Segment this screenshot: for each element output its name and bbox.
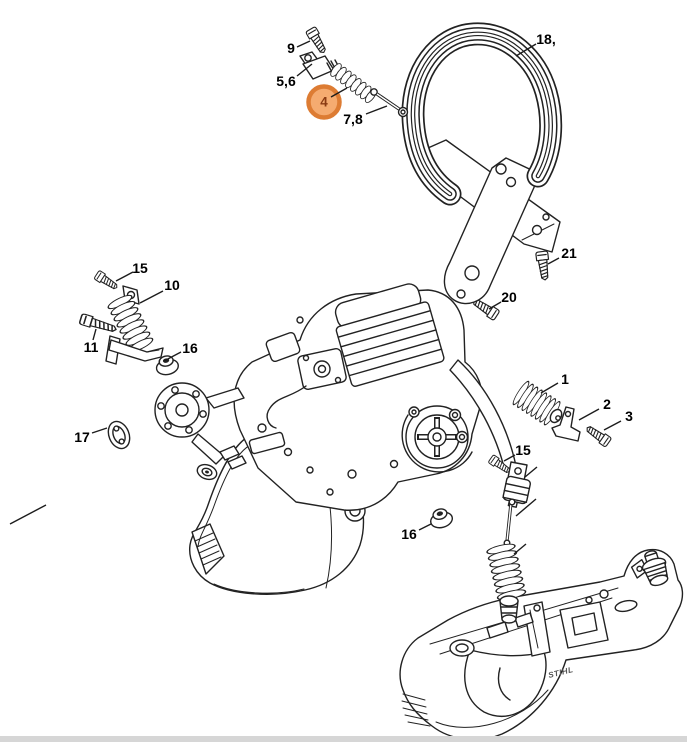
callout-4[interactable]: 4 <box>320 94 328 110</box>
leader-line-17 <box>91 427 108 434</box>
callout-17[interactable]: 17 <box>74 429 90 445</box>
annotation-overlay <box>9 40 622 555</box>
right-parts-group-drawing <box>470 250 613 448</box>
callout-78[interactable]: 7,8 <box>343 111 363 127</box>
handlebar-drawing <box>401 22 563 305</box>
callout-20[interactable]: 20 <box>501 289 517 305</box>
callout-15[interactable]: 15 <box>132 260 148 276</box>
leader-line-4 <box>330 87 348 98</box>
chain-tensioner-drawing <box>630 550 669 587</box>
shock-absorber-drawing <box>502 461 531 508</box>
callout-15[interactable]: 15 <box>515 442 531 458</box>
callout-9[interactable]: 9 <box>287 40 295 56</box>
part-11-bolt-drawing <box>78 312 119 336</box>
rear-coil-spring-drawing <box>485 541 528 603</box>
part-7-8-pin-drawing <box>370 88 409 118</box>
callout-16[interactable]: 16 <box>401 526 417 542</box>
left-parts-group-drawing <box>78 269 181 450</box>
oil-pump-assembly-drawing <box>154 382 247 481</box>
part-2-pawl-drawing <box>551 406 581 442</box>
part-17-buffer-drawing <box>107 420 131 450</box>
engine-assembly-drawing <box>233 283 517 511</box>
handlebar-lower-arm-drawing <box>443 157 541 305</box>
callout-10[interactable]: 10 <box>164 277 180 293</box>
leader-line-15 <box>115 271 134 282</box>
leader-line-78 <box>365 105 388 115</box>
leader-line-extra-2 <box>513 543 527 555</box>
leader-line-21 <box>547 257 560 265</box>
leader-line-10 <box>139 290 164 304</box>
leader-line-2 <box>578 408 600 421</box>
part-10-spring-assembly-drawing <box>105 285 164 365</box>
leader-line-11 <box>92 328 97 341</box>
leader-line-extra-0 <box>524 466 538 478</box>
leader-line-extra-3 <box>9 504 47 525</box>
top-left-fastener-group-drawing <box>299 25 409 118</box>
rear-av-spring-group-drawing <box>427 454 531 624</box>
rear-handle-housing-drawing: STIHL <box>399 548 684 741</box>
leader-line-extra-1 <box>515 498 537 517</box>
highlight-circle[interactable] <box>306 84 342 120</box>
leader-line-1 <box>540 382 559 394</box>
handlebar-loop-drawing <box>401 22 563 206</box>
callout-2[interactable]: 2 <box>603 396 611 412</box>
leader-line-3 <box>603 420 622 431</box>
leader-line-18 <box>515 43 537 57</box>
trigger-opening-drawing <box>464 649 547 717</box>
leader-line-16 <box>418 523 432 531</box>
callout-1[interactable]: 1 <box>561 371 569 387</box>
callout-11[interactable]: 11 <box>83 339 99 355</box>
callout-18[interactable]: 18, <box>536 31 556 47</box>
leader-line-9 <box>296 40 311 48</box>
flywheel-drawing <box>401 405 473 473</box>
callout-16[interactable]: 16 <box>182 340 198 356</box>
leader-line-15 <box>503 454 516 462</box>
callout-3[interactable]: 3 <box>625 408 633 424</box>
buffer-plug-16-right-drawing <box>427 505 455 531</box>
part-15-screw-left-drawing <box>93 269 121 293</box>
leader-line-20 <box>488 301 502 310</box>
part-3-screw-drawing <box>583 422 613 448</box>
spring-rod-drawing <box>503 498 516 547</box>
callout-56[interactable]: 5,6 <box>276 73 296 89</box>
cylinder-drawing <box>334 283 445 387</box>
callout-21[interactable]: 21 <box>561 245 577 261</box>
spring-seat-cap-drawing <box>499 595 519 624</box>
carburetor-drawing <box>265 331 347 429</box>
leader-line-56 <box>296 63 313 77</box>
part-21-screw-drawing <box>535 250 552 282</box>
horizontal-scrollbar[interactable] <box>0 736 687 742</box>
leader-line-16 <box>163 351 182 362</box>
